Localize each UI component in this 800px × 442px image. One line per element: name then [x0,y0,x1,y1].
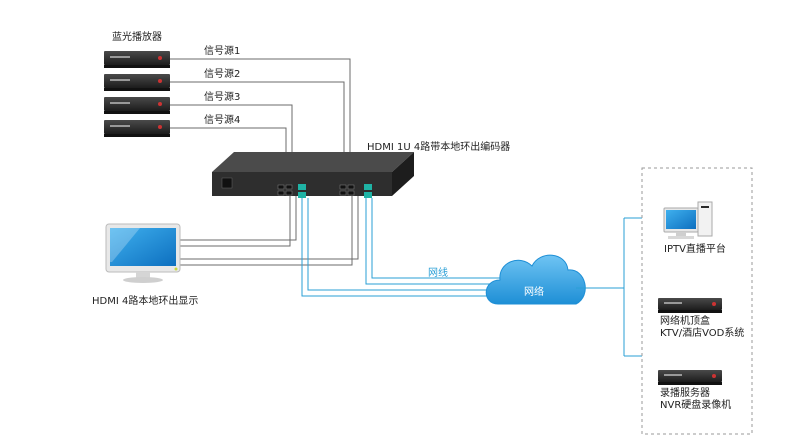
stb-label-line2: KTV/酒店VOD系统 [660,328,745,339]
nvr-label-line2: NVR硬盘录像机 [660,400,732,411]
source1-line [170,58,351,190]
pc [663,201,713,239]
hdmi-loopout-lines [180,196,359,266]
cloud [485,254,586,305]
service-lines [576,217,642,357]
source2-label: 信号源2 [204,69,241,80]
network-label: 网络 [524,287,544,298]
nvr [658,370,722,385]
network-lines [301,198,500,297]
bluray-player-label: 蓝光播放器 [112,32,162,43]
bluray-player-3 [104,97,170,114]
services-panel [641,167,753,435]
bluray-player-2 [104,74,170,91]
source1-label: 信号源1 [204,46,241,57]
source3-label: 信号源3 [204,92,241,103]
bluray-player-1 [104,51,170,68]
encoder-label: HDMI 1U 4路带本地环出编码器 [367,142,511,153]
set-top-box [658,298,722,313]
stb-label-line1: 网络机顶盒 [660,316,710,327]
source4-label: 信号源4 [204,115,241,126]
monitor [105,223,181,283]
network-cable-label: 网线 [428,268,448,279]
encoder-device [212,152,414,198]
local-display-label: HDMI 4路本地环出显示 [92,296,199,307]
bluray-player-4 [104,120,170,137]
iptv-label: IPTV直播平台 [664,244,726,255]
nvr-label-line1: 录播服务器 [660,388,710,399]
